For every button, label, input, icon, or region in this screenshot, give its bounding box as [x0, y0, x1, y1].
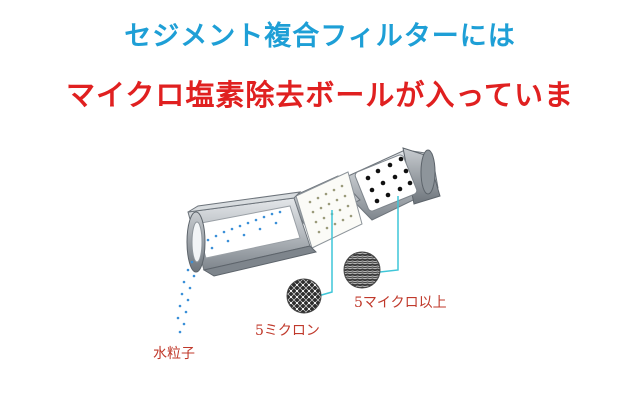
mesh-5-micron-and-up [343, 251, 381, 289]
filter-outer-stage [334, 147, 441, 221]
callout-lines [317, 196, 399, 297]
label-water-particles: 水粒子 [153, 346, 195, 362]
black-dots [365, 156, 413, 204]
headline-line-1: セジメント複合フィルターには [124, 21, 516, 52]
water-particles [176, 210, 282, 334]
filter-inlet-stage [186, 191, 317, 277]
label-5-micron-and-up: 5マイクロ以上 [354, 295, 447, 311]
filter-middle-stage [284, 171, 363, 249]
headline-line-2: マイクロ塩素除去ボールが入っていま [66, 78, 574, 112]
label-5-micron: 5ミクロン [255, 323, 320, 339]
mesh-5-micron [286, 278, 322, 314]
